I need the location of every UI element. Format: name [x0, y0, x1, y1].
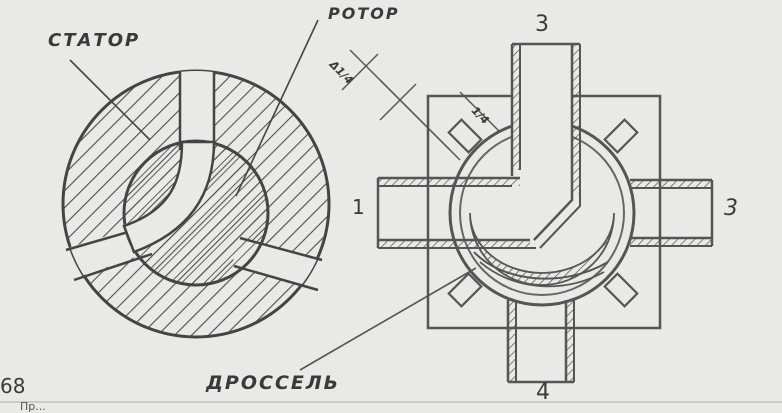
- port-right-label: 3: [724, 196, 738, 221]
- drossel-label: ДРОССЕЛЬ: [206, 372, 341, 394]
- port-top-label: 3: [535, 12, 549, 37]
- caption-fragment: Пр...: [20, 400, 46, 413]
- rotor-leader: [235, 19, 319, 197]
- stator-label: СТАТОР: [48, 30, 141, 51]
- rotor-section: [122, 139, 270, 287]
- valve-body: [376, 42, 714, 384]
- page-number: 68: [0, 374, 26, 398]
- drossel-leader: [299, 267, 477, 371]
- port-left-label: 1: [352, 195, 365, 219]
- port-bottom-label: 4: [536, 380, 550, 405]
- stator-leader: [69, 59, 151, 141]
- rotor-label: РОТОР: [328, 4, 400, 23]
- dimension-lines: [341, 49, 501, 161]
